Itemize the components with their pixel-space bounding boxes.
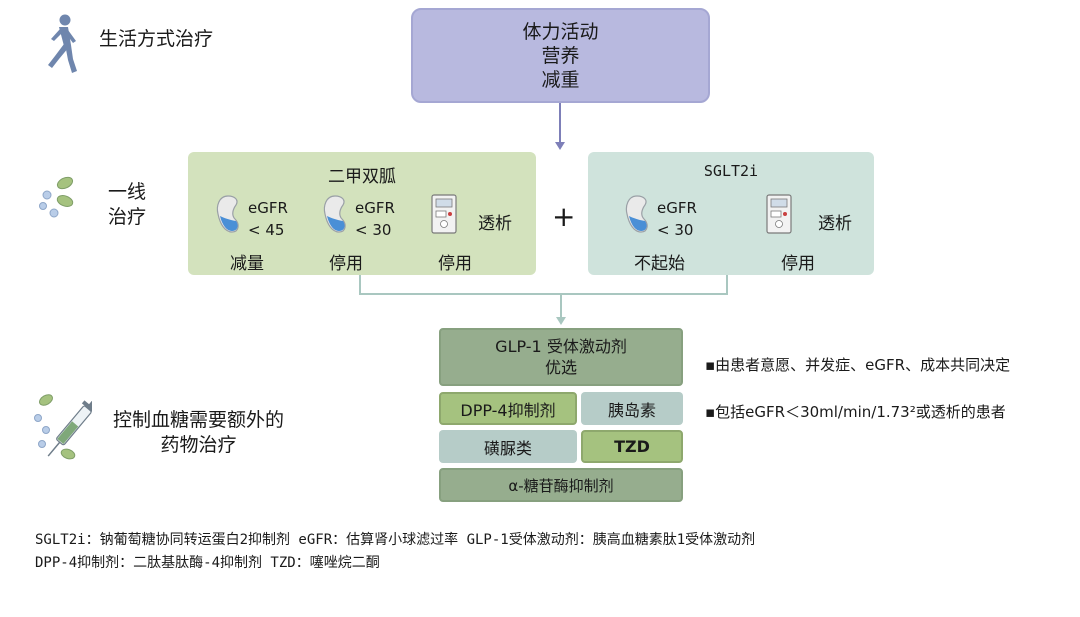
first-line-label: 一线 治疗 — [108, 181, 147, 228]
syringe-pills-icon — [34, 394, 92, 460]
metformin-dialysis-label: 透析 — [478, 214, 512, 234]
dialysis-machine-icon — [431, 194, 457, 234]
note-low-egfr: ▪包括eGFR＜30ml/min/1.73²或透析的患者 — [705, 403, 1006, 421]
metformin-action-reduce: 减量 — [230, 254, 264, 274]
note-decision-factors: ▪由患者意愿、并发症、eGFR、成本共同决定 — [705, 356, 1011, 374]
dialysis-machine-icon — [766, 194, 792, 234]
sglt2i-title: SGLT2i — [703, 162, 759, 180]
sulfonylurea-box: 磺脲类 — [439, 430, 577, 463]
plus-sign: + — [552, 200, 576, 233]
metformin-title: 二甲双胍 — [328, 167, 396, 187]
metformin-action-stop: 停用 — [329, 254, 363, 274]
lifestyle-item-nutrition: 营养 — [541, 44, 580, 67]
tzd-box: TZD — [581, 430, 683, 463]
metformin-box: 二甲双胍 eGFR < 45 减量 eGFR < 30 停用 透析 停用 — [188, 152, 536, 275]
pills-icon — [39, 176, 74, 218]
sglt2i-egfr30: eGFR < 30 — [657, 199, 697, 239]
kidney-icon — [216, 195, 239, 233]
footnote-line-1: SGLT2i：钠葡萄糖协同转运蛋白2抑制剂 eGFR：估算肾小球滤过率 GLP-… — [35, 532, 756, 548]
metformin-egfr45: eGFR < 45 — [248, 199, 288, 239]
dpp4-box: DPP-4抑制剂 — [439, 392, 577, 425]
lifestyle-item-activity: 体力活动 — [522, 20, 599, 43]
lifestyle-item-weight: 减重 — [541, 68, 580, 91]
footnote-line-2: DPP-4抑制剂：二肽基肽酶-4抑制剂 TZD：噻唑烷二酮 — [35, 555, 380, 571]
insulin-box: 胰岛素 — [581, 392, 683, 425]
sglt2i-box: SGLT2i eGFR < 30 不起始 透析 停用 — [588, 152, 874, 275]
lifestyle-box: 体力活动 营养 减重 — [411, 8, 710, 103]
runner-icon — [48, 14, 77, 73]
sglt2i-action-no-start: 不起始 — [634, 254, 685, 274]
agi-box: α-糖苷酶抑制剂 — [439, 468, 683, 502]
metformin-dialysis-action: 停用 — [438, 254, 472, 274]
kidney-icon — [625, 195, 648, 233]
sglt2i-dialysis-action: 停用 — [781, 254, 815, 274]
lifestyle-label: 生活方式治疗 — [99, 28, 214, 50]
metformin-egfr30: eGFR < 30 — [355, 199, 395, 239]
sglt2i-dialysis-label: 透析 — [818, 214, 852, 234]
kidney-icon — [323, 195, 346, 233]
glp1-box: GLP-1 受体激动剂 优选 — [439, 328, 683, 386]
additional-therapy-label: 控制血糖需要额外的 药物治疗 — [113, 409, 285, 456]
